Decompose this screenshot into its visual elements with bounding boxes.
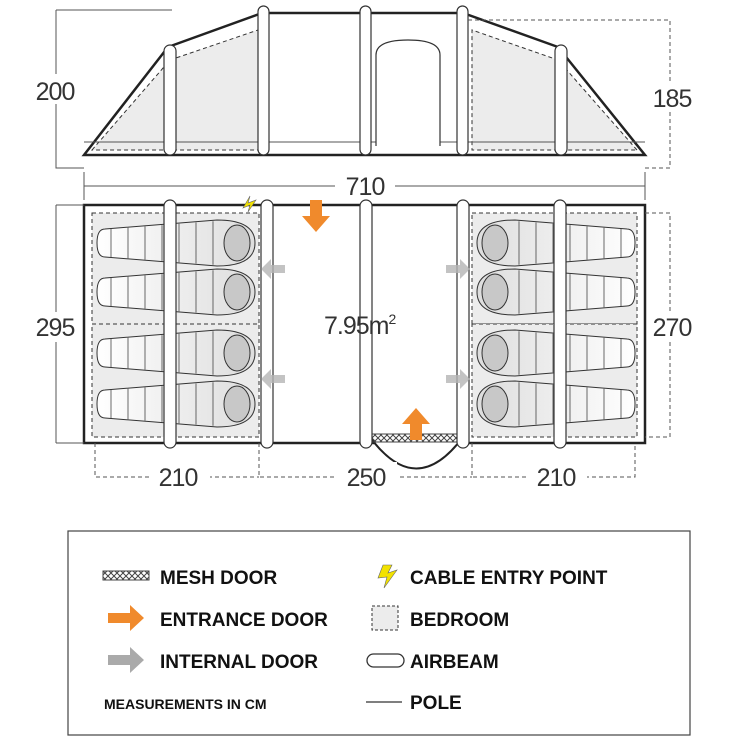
legend-pole: POLE	[410, 693, 462, 714]
legend: MESH DOOR ENTRANCE DOOR INTERNAL DOOR ME…	[67, 530, 691, 736]
cable-entry-icon	[242, 195, 257, 213]
width-left-label: 295	[36, 314, 75, 342]
side-elevation: 200 185 710	[30, 5, 696, 201]
floor-plan: 7.95m2 295 270 210 250 210	[30, 195, 696, 492]
legend-bedroom: BEDROOM	[410, 610, 509, 631]
legend-cable-entry: CABLE ENTRY POINT	[410, 568, 608, 589]
door-outline	[375, 39, 441, 146]
area-label: 7.95m2	[324, 311, 396, 340]
legend-measurements: MEASUREMENTS IN CM	[104, 696, 267, 712]
porch-door-arc	[369, 436, 464, 470]
legend-entrance-door: ENTRANCE DOOR	[160, 610, 328, 631]
bedroom-left-length: 210	[159, 464, 198, 492]
cable-entry-icon-legend	[377, 564, 398, 589]
bedroom-right-length: 210	[537, 464, 576, 492]
airbeam-icon	[366, 653, 405, 668]
living-length: 250	[347, 464, 386, 492]
legend-internal-door: INTERNAL DOOR	[160, 652, 318, 673]
mesh-door-icon	[102, 570, 150, 581]
legend-mesh-door: MESH DOOR	[160, 568, 277, 589]
entrance-door-icon	[108, 605, 144, 631]
internal-door-icon	[108, 647, 144, 673]
bedroom-icon	[371, 605, 399, 631]
internal-door-arrows	[261, 259, 470, 389]
height-left-label: 200	[36, 78, 75, 106]
length-label: 710	[346, 173, 385, 201]
height-right-label: 185	[653, 85, 692, 113]
entrance-door-arrow-bottom	[402, 408, 430, 440]
legend-airbeam: AIRBEAM	[410, 652, 499, 673]
width-right-label: 270	[653, 314, 692, 342]
entrance-door-arrow-top	[302, 200, 330, 232]
airbeams-elevation	[163, 5, 568, 156]
